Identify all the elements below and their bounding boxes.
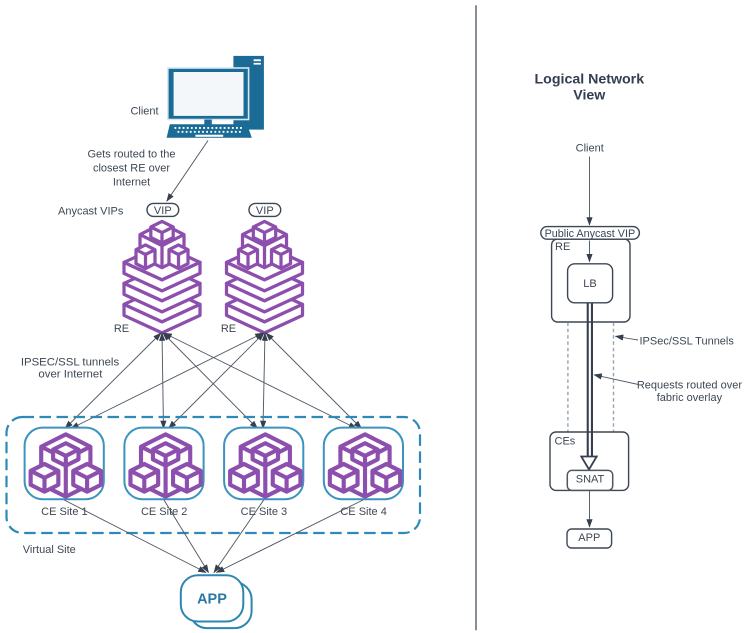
svg-text:RE: RE	[221, 323, 236, 335]
svg-text:Virtual Site: Virtual Site	[23, 544, 76, 556]
svg-text:RE: RE	[555, 241, 570, 253]
svg-text:VIP: VIP	[154, 205, 172, 217]
svg-text:over Internet: over Internet	[38, 368, 103, 380]
svg-text:Logical Network: Logical Network	[535, 71, 645, 87]
svg-text:CEs: CEs	[555, 436, 576, 448]
svg-text:View: View	[573, 87, 606, 103]
svg-text:CE Site 3: CE Site 3	[241, 506, 287, 518]
svg-text:CE Site 2: CE Site 2	[141, 506, 187, 518]
svg-text:RE: RE	[114, 323, 129, 335]
svg-text:IPSEC/SSL tunnels: IPSEC/SSL tunnels	[21, 356, 120, 368]
svg-text:APP: APP	[578, 532, 600, 544]
svg-text:Internet: Internet	[113, 177, 150, 189]
svg-text:Requests routed over: Requests routed over	[637, 379, 743, 391]
svg-text:fabric overlay: fabric overlay	[657, 392, 723, 404]
svg-text:Gets routed to the: Gets routed to the	[87, 149, 175, 161]
svg-text:SNAT: SNAT	[576, 474, 605, 486]
svg-text:Client: Client	[130, 106, 158, 118]
svg-text:closest RE over: closest RE over	[93, 163, 170, 175]
svg-text:APP: APP	[197, 592, 227, 608]
svg-text:CE Site 4: CE Site 4	[340, 506, 386, 518]
svg-text:CE Site 1: CE Site 1	[41, 506, 87, 518]
svg-text:Client: Client	[576, 143, 604, 155]
svg-text:Anycast VIPs: Anycast VIPs	[58, 206, 124, 218]
svg-text:LB: LB	[583, 278, 596, 290]
svg-text:Public Anycast VIP: Public Anycast VIP	[545, 228, 636, 240]
svg-text:VIP: VIP	[256, 205, 274, 217]
svg-text:IPSec/SSL Tunnels: IPSec/SSL Tunnels	[640, 335, 735, 347]
